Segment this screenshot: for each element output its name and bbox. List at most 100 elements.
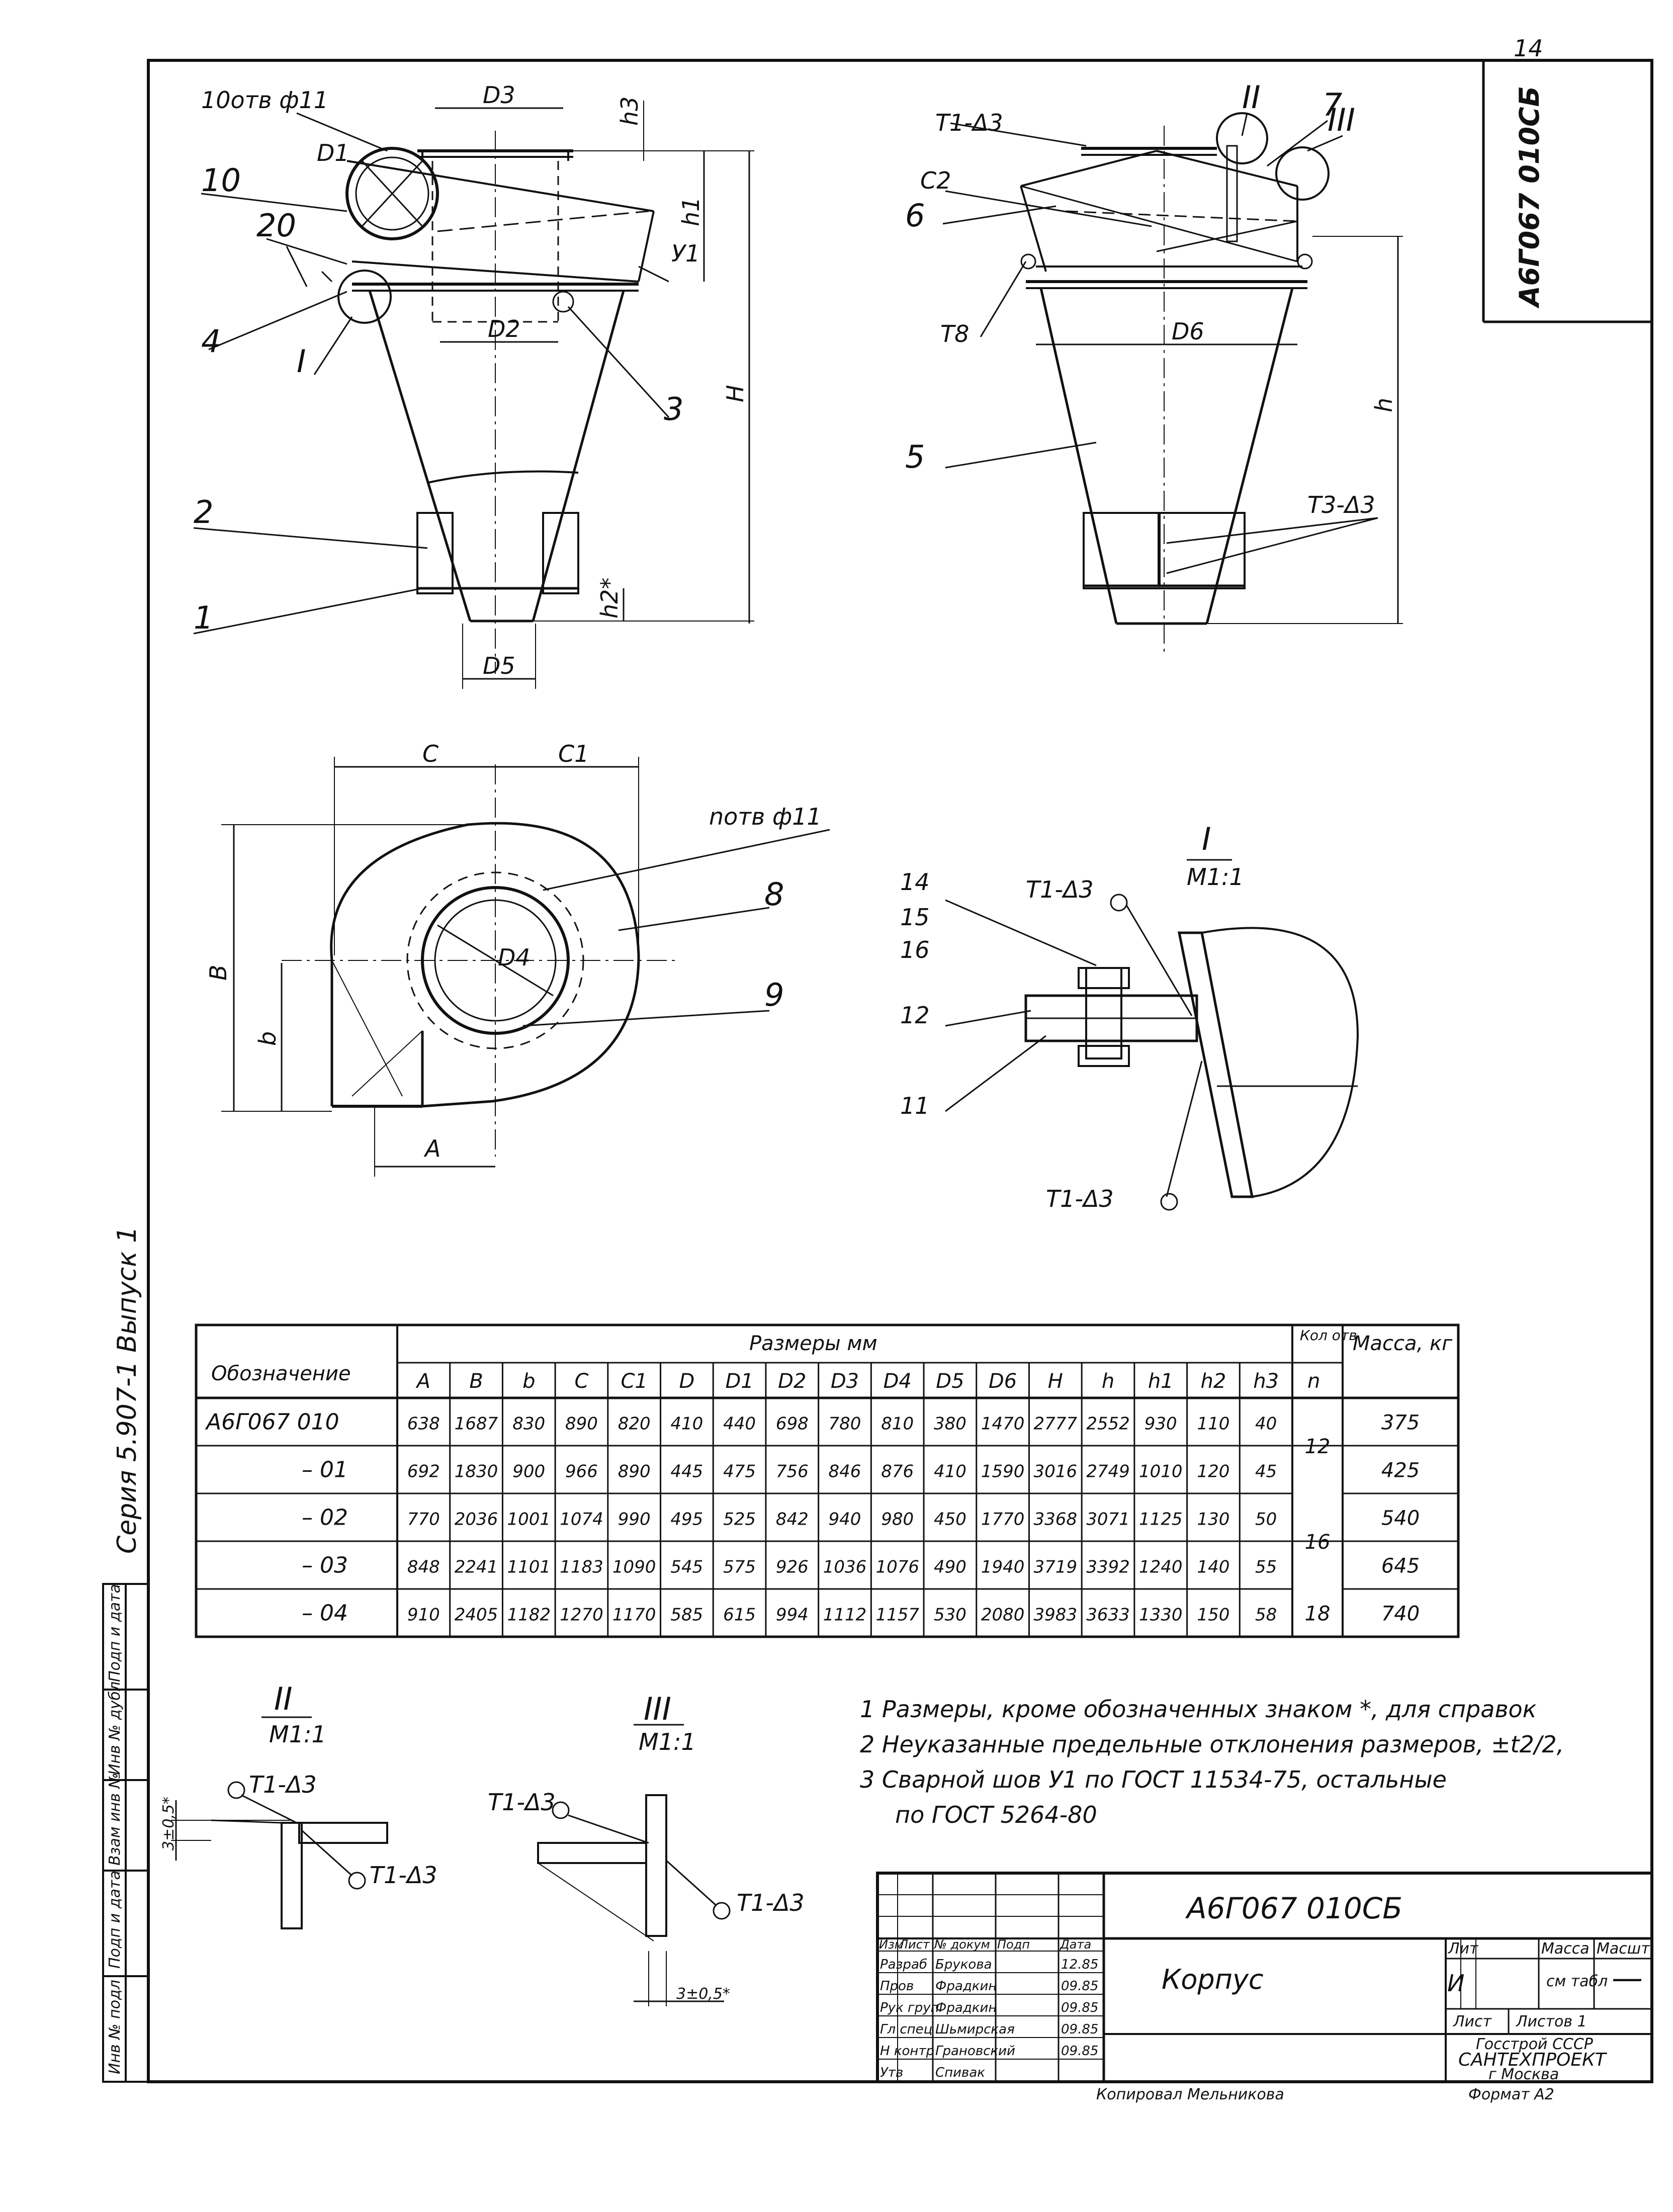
table-cell: 1157: [875, 1605, 919, 1625]
dim-D3: D3: [483, 81, 515, 109]
table-col-mass: Масса, кг: [1353, 1332, 1453, 1355]
table-cell: 2036: [455, 1510, 498, 1530]
pos-1: 1: [194, 599, 213, 636]
table-cell: 120: [1197, 1462, 1229, 1482]
tb-date: 09.85: [1061, 2000, 1098, 2015]
table-cell: 1001: [507, 1510, 551, 1530]
table-cell: 495: [670, 1510, 703, 1530]
table-cell: 3719: [1034, 1557, 1078, 1577]
table-cell: 410: [670, 1414, 703, 1434]
side-view-labels: Т1-Δ3 С2 Т8 Т3-Δ3 D6 h 6 II 7 III 5: [905, 79, 1397, 518]
margin-label-2: Инв № дубл: [106, 1682, 124, 1775]
table-col-h1: h1: [1148, 1370, 1174, 1393]
detailI-title: I: [1202, 821, 1211, 857]
detailI-scale: M1:1: [1187, 863, 1244, 891]
margin-label-4: Подп и дата: [106, 1871, 124, 1969]
tb-designation: А6Г067 010СБ: [1185, 1891, 1402, 1925]
sizes-table-grid: [195, 1323, 1460, 1638]
table-cell: 585: [670, 1605, 703, 1625]
margin-label-1: Подп и дата: [106, 1584, 124, 1682]
table-cell: 440: [723, 1414, 756, 1434]
table-col-h2: h2: [1201, 1370, 1226, 1393]
pos-4: 4: [201, 323, 221, 360]
table-cell: 1074: [560, 1510, 603, 1530]
series-label: Серия 5.907-1 Выпуск 1: [112, 1226, 142, 1554]
table-cell: 2777: [1034, 1414, 1078, 1434]
tb-role: Н контр: [880, 2044, 934, 2059]
table-cell: 966: [565, 1462, 598, 1482]
table-cell: 1125: [1139, 1510, 1183, 1530]
left-margin-stamp: [102, 1583, 149, 2083]
detailII-title: II: [274, 1680, 293, 1717]
table-row-designation: А6Г067 010: [205, 1409, 339, 1435]
pos-11: 11: [900, 1092, 930, 1119]
pos-I: I: [297, 343, 306, 380]
table-cell: 842: [776, 1510, 809, 1530]
table-cell: 445: [670, 1462, 703, 1482]
note-1: 1 Размеры, кроме обозначенных знаком *, …: [860, 1696, 1537, 1723]
table-cell: 1940: [981, 1557, 1025, 1577]
table-cell: 820: [618, 1414, 651, 1434]
table-holes-value: 18: [1305, 1603, 1331, 1626]
detailIII-weld-top: Т1-Δ3: [488, 1789, 556, 1816]
table-cell: 615: [723, 1605, 756, 1625]
pos-8: 8: [764, 876, 784, 913]
detailI-weld-top: Т1-Δ3: [1026, 876, 1094, 903]
pos-III: III: [1328, 102, 1355, 138]
top-view: [193, 101, 754, 689]
table-col-D2: D2: [778, 1370, 806, 1393]
detailIII-scale: M1:1: [639, 1728, 696, 1755]
tb-mass-label: Масса: [1541, 1940, 1590, 1958]
title-block-text: А6Г067 010СБ Корпус Лит Масса Масшт И см…: [879, 1891, 1650, 2103]
table-cell: 876: [881, 1462, 914, 1482]
margin-label-3: Взам инв №: [106, 1773, 124, 1866]
dim-D4: D4: [498, 944, 531, 971]
table-cell: 50: [1255, 1510, 1277, 1530]
table-cell: 1240: [1139, 1557, 1183, 1577]
table-col-D4: D4: [884, 1370, 912, 1393]
detailIII-weld-bottom: Т1-Δ3: [737, 1889, 805, 1916]
plan-hole-note: nотв ф11: [709, 803, 822, 830]
pos-12: 12: [900, 1002, 930, 1029]
dim-D5: D5: [483, 652, 515, 679]
pos-16: 16: [900, 936, 930, 963]
table-cell: 3983: [1034, 1605, 1078, 1625]
detailII-weld-top: Т1-Δ3: [249, 1771, 317, 1798]
tb-person: Шьмирская: [935, 2022, 1015, 2037]
weld-T1-top: Т1-Δ3: [935, 109, 1003, 136]
table-cell: 926: [776, 1557, 809, 1577]
note-3-cont: по ГОСТ 5264-80: [895, 1801, 1097, 1828]
table-cell: 900: [512, 1462, 545, 1482]
table-row-mass: 645: [1381, 1555, 1420, 1578]
table-cell: 3071: [1086, 1510, 1130, 1530]
pos-10: 10: [201, 162, 241, 199]
dim-C: C: [422, 740, 438, 767]
table-holes-sub: n: [1307, 1370, 1320, 1393]
side-view: [942, 112, 1403, 654]
table-holes-value: 12: [1305, 1435, 1331, 1458]
table-col-A: A: [415, 1370, 430, 1393]
table-cell: 1182: [507, 1605, 551, 1625]
detail-I: [945, 859, 1359, 1211]
plan-view-labels: nотв ф11 C C1 B b A D4 8 9: [205, 740, 822, 1162]
table-cell: 692: [407, 1462, 440, 1482]
tb-header-col: № докум: [933, 1937, 990, 1952]
dim-D6: D6: [1172, 318, 1204, 345]
table-cell: 770: [407, 1510, 440, 1530]
table-cell: 1076: [875, 1557, 919, 1577]
tb-header-col: Дата: [1060, 1937, 1091, 1952]
detailIII-title: III: [644, 1691, 671, 1727]
tb-format: Формат А2: [1468, 2086, 1554, 2103]
table-cell: 698: [776, 1414, 809, 1434]
tb-scale-label: Масшт: [1597, 1940, 1650, 1958]
dim-h3: h3: [616, 97, 643, 126]
table-row-mass: 740: [1381, 1603, 1420, 1626]
dim-C1: C1: [558, 740, 589, 767]
page-number: 14: [1514, 35, 1543, 62]
weld-T8: Т8: [940, 320, 969, 347]
dim-h1: h1: [677, 197, 705, 226]
pos-9: 9: [764, 977, 784, 1013]
table-cell: 1112: [823, 1605, 867, 1625]
detailI-weld-bottom: Т1-Δ3: [1046, 1185, 1114, 1212]
table-col-holes: Кол отв: [1300, 1327, 1357, 1344]
